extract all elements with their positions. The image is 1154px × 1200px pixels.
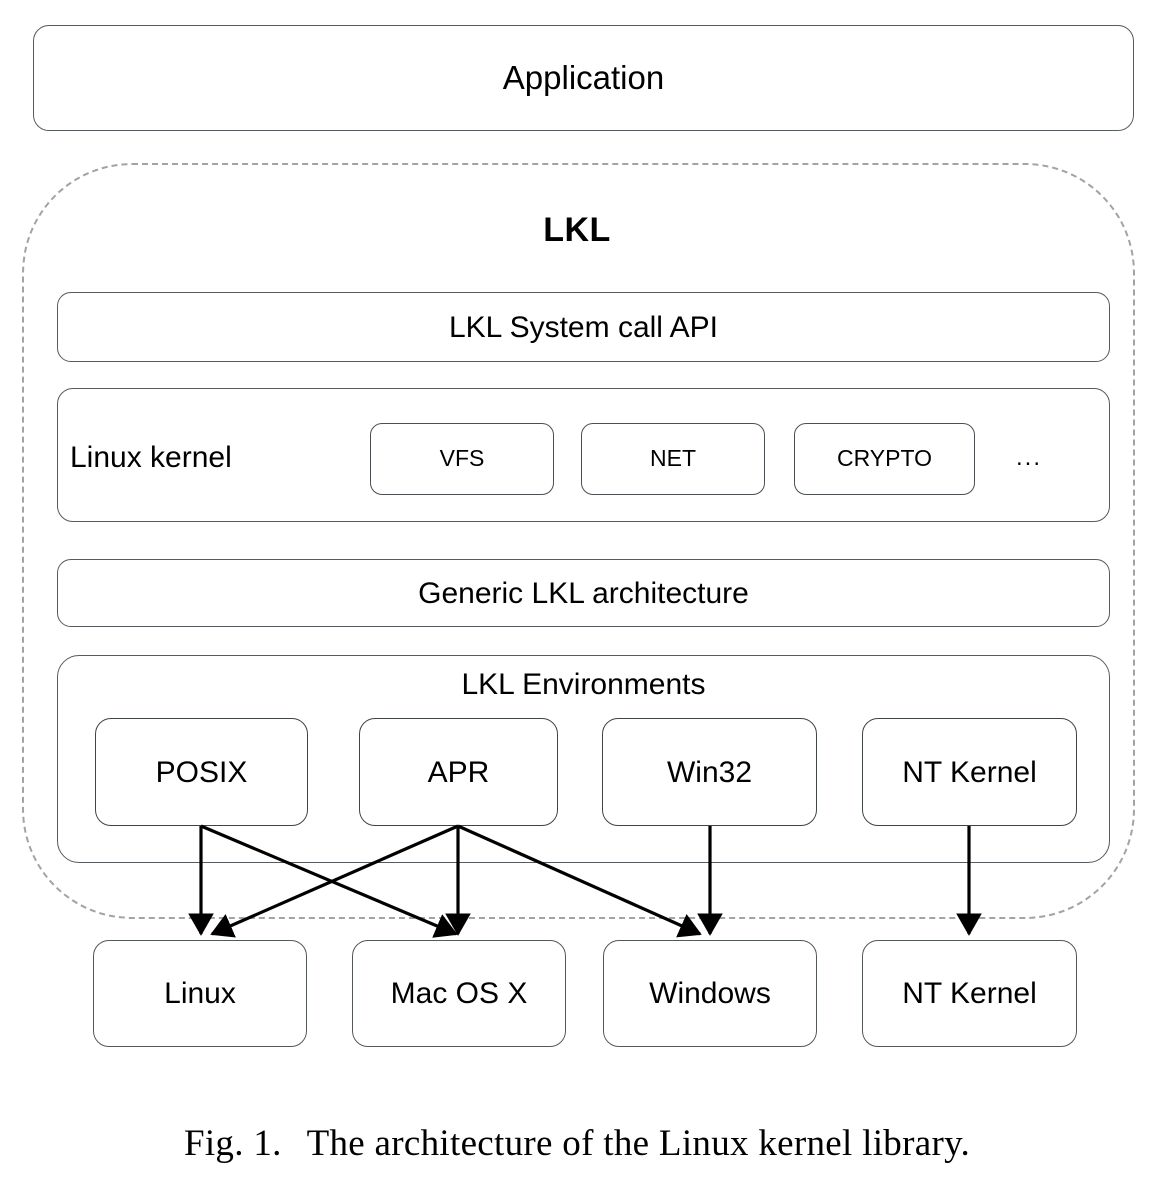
environment-box-win32: Win32 <box>602 718 817 826</box>
host-platform-label-linux: Linux <box>164 977 236 1010</box>
host-platform-label-macosx: Mac OS X <box>390 977 528 1010</box>
host-platform-label-nt-kernel: NT Kernel <box>902 977 1037 1010</box>
generic-lkl-architecture-box: Generic LKL architecture <box>57 559 1110 627</box>
figure-caption-text: The architecture of the Linux kernel lib… <box>306 1123 971 1164</box>
environment-box-posix: POSIX <box>95 718 308 826</box>
lkl-title: LKL <box>543 211 611 249</box>
subsystem-box-vfs: VFS <box>370 423 554 495</box>
subsystem-box-crypto: CRYPTO <box>794 423 975 495</box>
host-platform-box-nt-kernel: NT Kernel <box>862 940 1077 1047</box>
application-label: Application <box>502 58 665 96</box>
subsystem-label-vfs: VFS <box>439 445 485 472</box>
subsystem-label-crypto: CRYPTO <box>836 445 932 472</box>
host-platform-box-macosx: Mac OS X <box>352 940 566 1047</box>
lkl-environments-title: LKL Environments <box>461 668 706 701</box>
host-platform-label-windows: Windows <box>649 977 771 1010</box>
environment-label-posix: POSIX <box>155 755 248 789</box>
subsystem-more-ellipsis: ... <box>1016 444 1043 471</box>
figure-caption-number: Fig. 1. <box>183 1123 282 1164</box>
application-box: Application <box>33 25 1134 131</box>
generic-lkl-architecture-label: Generic LKL architecture <box>418 576 749 610</box>
environment-label-apr: APR <box>427 755 490 789</box>
figure-caption: Fig. 1. The architecture of the Linux ke… <box>0 1122 1154 1165</box>
environment-label-nt-kernel: NT Kernel <box>902 755 1037 789</box>
lkl-syscall-api-box: LKL System call API <box>57 292 1110 362</box>
environment-label-win32: Win32 <box>666 755 753 789</box>
lkl-syscall-api-label: LKL System call API <box>448 310 718 344</box>
host-platform-box-windows: Windows <box>603 940 817 1047</box>
subsystem-label-net: NET <box>650 445 696 472</box>
environment-box-nt-kernel: NT Kernel <box>862 718 1077 826</box>
linux-kernel-label: Linux kernel <box>70 441 232 474</box>
subsystem-box-net: NET <box>581 423 765 495</box>
environment-box-apr: APR <box>359 718 558 826</box>
host-platform-box-linux: Linux <box>93 940 307 1047</box>
